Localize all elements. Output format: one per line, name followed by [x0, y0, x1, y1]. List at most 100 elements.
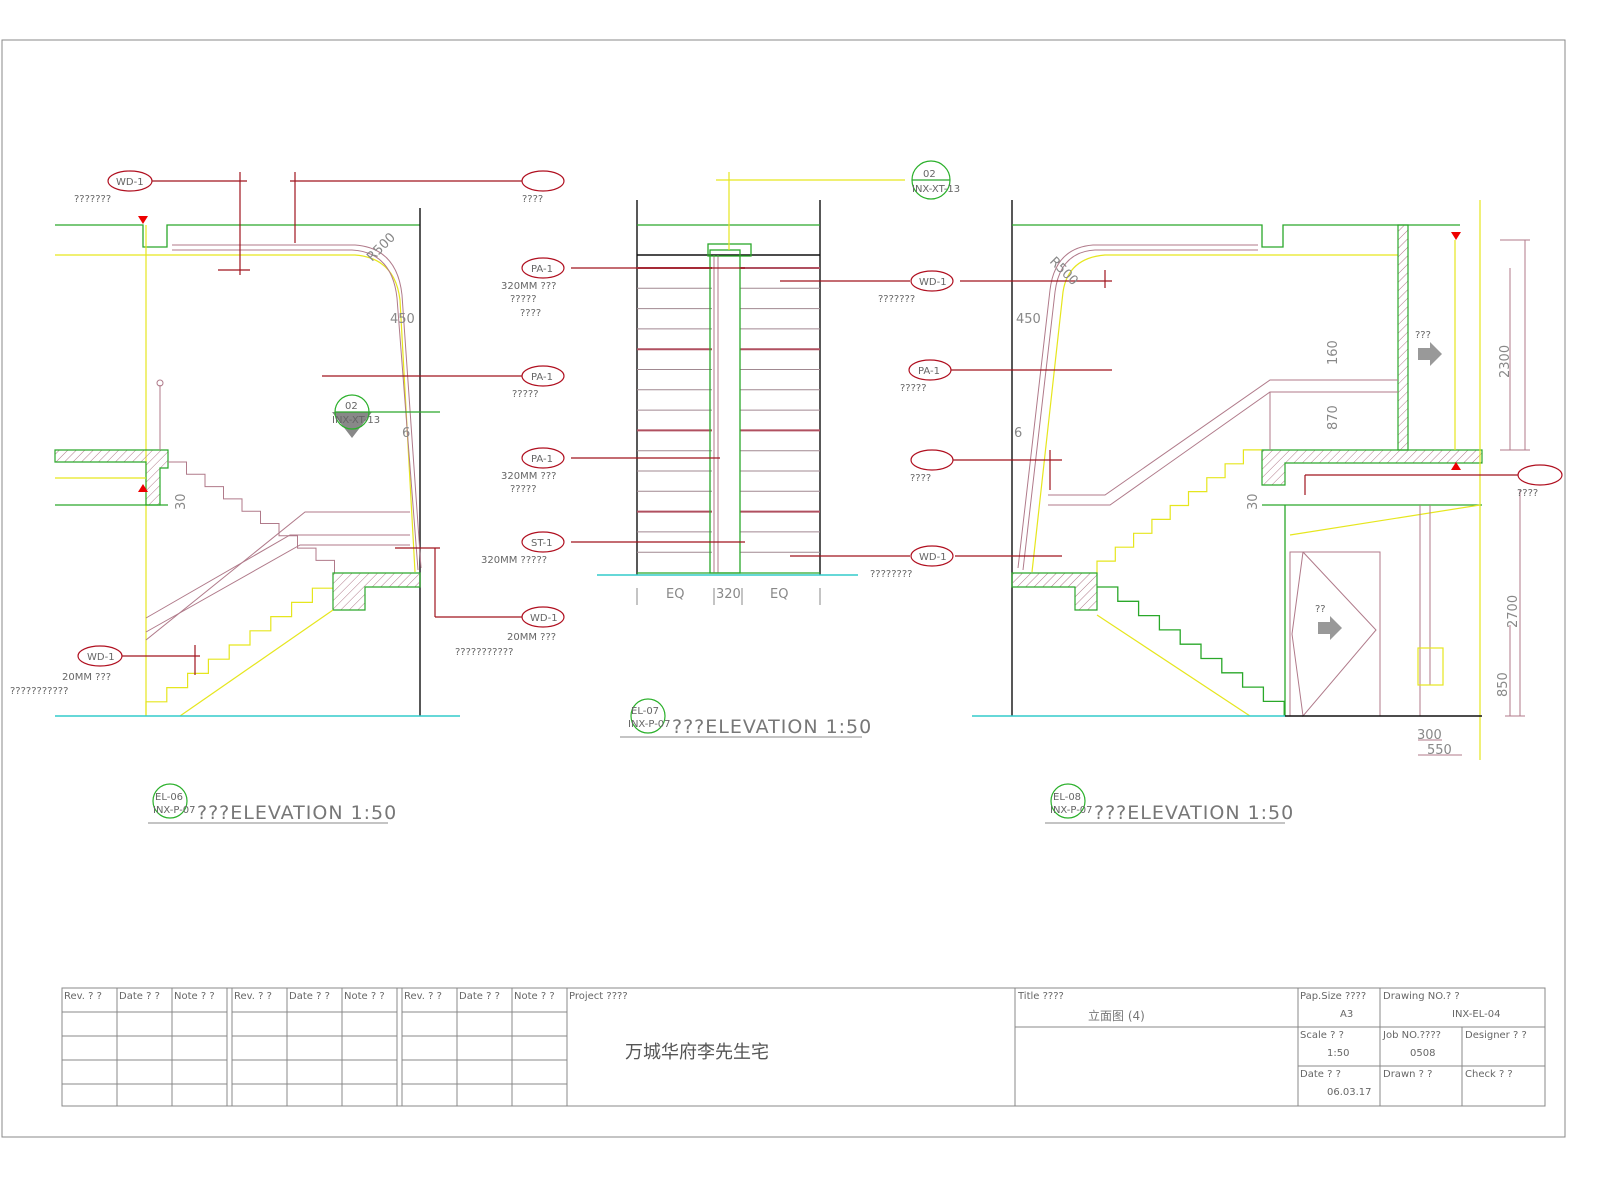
callout-tag-text: PA-1 [531, 372, 553, 383]
callout-tag [77, 645, 123, 667]
level-marker-icon [138, 216, 148, 224]
width-dim: 550 [1427, 743, 1452, 758]
drawing-stroke [1096, 614, 1251, 717]
drawing-stroke [1022, 249, 1258, 571]
callout-note: ???? [1517, 488, 1538, 499]
drawing-stroke [1048, 391, 1398, 506]
drawing-stroke [1048, 379, 1398, 496]
handrail-diagonal [145, 534, 410, 619]
offset-dim: 450 [1016, 312, 1041, 327]
callout-bubble [521, 257, 565, 279]
dim-eq-left: EQ [666, 587, 684, 602]
view-num: EL-08 [1053, 792, 1081, 803]
gap-dim: 6 [402, 426, 410, 441]
revision-header: Rev. ? ? [234, 991, 272, 1002]
revision-header: Note ? ? [344, 991, 385, 1002]
callout-bubble [521, 365, 565, 387]
paper-size-label: Pap.Size ???? [1300, 991, 1366, 1002]
stringer-line [179, 609, 334, 717]
rail-top-dim: 160 [1326, 340, 1341, 365]
revision-header: Note ? ? [174, 991, 215, 1002]
section-num: 02 [345, 401, 358, 412]
drawing-stroke [1417, 647, 1444, 686]
view-ref: INX-P-07 [1050, 805, 1093, 816]
revision-header: Date ? ? [119, 991, 160, 1002]
callout-note: ??????????? [455, 647, 513, 658]
section-num: 02 [923, 169, 936, 180]
section-ref: INX-XT-13 [912, 184, 960, 195]
callout-bubble [910, 545, 954, 567]
callout-note: ???????? [870, 569, 912, 580]
drawing-stroke [1289, 504, 1481, 536]
view-ref: INX-P-07 [153, 805, 196, 816]
callout-note: ????? [510, 294, 537, 305]
lower-height-dim: 2700 [1506, 595, 1521, 628]
date-label: Date ? ? [1300, 1069, 1341, 1080]
upper-wall [1397, 224, 1409, 451]
lower-stairs [145, 587, 334, 716]
callout-note: ???? [520, 308, 541, 319]
lower-stairs [1097, 586, 1285, 716]
rail-height-dim: 870 [1326, 405, 1341, 430]
callout-note: ???? [910, 473, 931, 484]
dim-eq-right: EQ [770, 587, 788, 602]
drawing-stroke [1031, 254, 1258, 573]
title-label: Title ???? [1017, 991, 1064, 1002]
stair-treads [637, 267, 820, 553]
handrail-diagonal [145, 544, 410, 633]
drawing-no-label: Drawing NO.? ? [1383, 991, 1460, 1002]
scale-label: Scale ? ? [1300, 1030, 1344, 1041]
level-marker-icon [1451, 462, 1461, 470]
drawing-stroke [1012, 224, 1460, 248]
callout-note: 20MM ??? [507, 632, 556, 643]
gap-dim: 6 [1014, 426, 1022, 441]
project-label: Project ???? [569, 991, 628, 1002]
callout-tag-text: WD-1 [919, 277, 947, 288]
drawn-label: Drawn ? ? [1383, 1069, 1432, 1080]
upper-stairs [1096, 449, 1262, 575]
callout-tag-text: PA-1 [531, 454, 553, 465]
callout-tag-text: WD-1 [87, 652, 115, 663]
callout-note: ??????? [74, 194, 111, 205]
upper-height-dim: 2300 [1498, 345, 1513, 378]
revision-header: Date ? ? [289, 991, 330, 1002]
paper-size: A3 [1340, 1009, 1353, 1020]
landing-slab [332, 572, 421, 611]
project-name: 万城华府李先生宅 [625, 1042, 769, 1063]
section-ref: INX-XT-13 [332, 415, 380, 426]
callout-note: ??????????? [10, 686, 68, 697]
view-title-mark [1050, 783, 1086, 819]
revision-header: Rev. ? ? [64, 991, 102, 1002]
callout-note: 20MM ??? [62, 672, 111, 683]
guide-line [55, 254, 416, 573]
callout-note: ??????? [878, 294, 915, 305]
scale-value: 1:50 [1327, 1048, 1349, 1059]
baluster-cap [156, 379, 164, 387]
drawing-stroke [61, 987, 1546, 1107]
callout-tag-text: ST-1 [531, 538, 553, 549]
level-marker-icon [1451, 232, 1461, 240]
title-value: 立面图 (4) [1088, 1008, 1145, 1023]
direction-arrow-icon [1318, 616, 1342, 640]
callout-tag [107, 170, 153, 192]
revision-header: Rev. ? ? [404, 991, 442, 1002]
section-arrow-icon [332, 412, 372, 438]
callout-note: 320MM ??? [501, 281, 556, 292]
callout-note: ????? [900, 383, 927, 394]
job-no: 0508 [1410, 1048, 1435, 1059]
step-dim: 30 [174, 493, 189, 510]
callout-tag-text: PA-1 [531, 264, 553, 275]
right-elevation: ??? ?? R500 450 6 160 870 30 2300 2700 8… [870, 200, 1563, 824]
handrail-diagonal [145, 511, 410, 641]
revision-header: Note ? ? [514, 991, 555, 1002]
date-value: 06.03.17 [1327, 1087, 1372, 1098]
job-no-label: Job NO.???? [1382, 1030, 1441, 1041]
room-label: ?? [1315, 604, 1326, 615]
callout-bubble [910, 270, 954, 292]
view-num: EL-07 [631, 706, 659, 717]
check-label: Check ? ? [1465, 1069, 1513, 1080]
view-title: ???ELEVATION 1:50 [197, 802, 397, 824]
level-marker-icon [138, 484, 148, 492]
step-dim: 30 [1246, 493, 1261, 510]
callout-bubble [908, 359, 952, 381]
